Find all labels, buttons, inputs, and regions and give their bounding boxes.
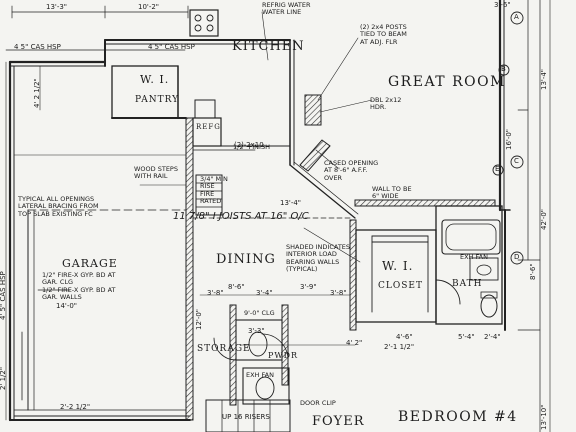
exhaust-fan-note: EXH FAN: [246, 371, 274, 379]
pantry-wi-label: W. I.: [140, 73, 170, 86]
dim-right-13: 13'-4": [540, 68, 548, 90]
dim-dining-left: 12'-0": [195, 308, 203, 330]
bedroom-label: BEDROOM #4: [398, 409, 518, 425]
dim-beam: 13'-4": [280, 199, 302, 207]
dim-stor-3: 3'-8": [330, 289, 347, 297]
dim-closet-2: 5'-4": [458, 333, 475, 341]
dim-stor-2: 3'-4": [256, 289, 273, 297]
dim-garage-bottom: 2'-2 1/2": [60, 403, 91, 411]
joists-note: 11 7/8" I JOISTS AT 16" O/C: [173, 211, 309, 222]
dim-right-42: 42'-0": [540, 208, 548, 230]
dim-left-vert-2: 2' 1/2": [0, 366, 7, 390]
dim-stor-4: 3'-3": [248, 327, 265, 335]
garage-fire-note: 1/2" FIRE-X GYP. BD AT GAR. CLG 1/2" FIR…: [42, 271, 116, 302]
dining-label: DINING: [216, 252, 276, 267]
grid-marker-e: E: [495, 165, 500, 173]
dim-stor-1: 3'-8": [207, 289, 224, 297]
dim-right-13-10: 13'-10": [540, 404, 548, 430]
pwdr-label: PWDR: [268, 351, 299, 360]
grid-marker-b: B: [501, 65, 506, 73]
wall-width-note: WALL TO BE 6" WIDE: [372, 185, 412, 201]
refrig-water-note: REFRIG WATER WATER LINE: [262, 1, 311, 17]
dim-closet-1: 4'-6": [396, 333, 413, 341]
header-note: DBL 2x12 HDR.: [370, 96, 402, 112]
dim-window-mid: 4 5" CAS HSP: [148, 43, 195, 51]
closet-wi-label: W. I.: [382, 259, 414, 273]
dim-right-16: 16'-0": [505, 128, 513, 150]
dim-dining-s1: 8'-6": [228, 283, 245, 291]
column-posts-note: (2) 2x4 POSTS TIED TO BEAM AT ADJ. FLR: [360, 23, 407, 46]
rise-note: 3/4" MIN RISE FIRE RATED: [200, 175, 228, 206]
pantry-label: PANTRY: [135, 95, 180, 105]
ceiling-note: 9'-0" CLG: [244, 309, 275, 317]
storage-label: STORAGE: [197, 344, 251, 354]
dim-top-right: 3'-6": [494, 1, 511, 9]
bracing-note: TYPICAL ALL OPENINGS LATERAL BRACING FRO…: [18, 195, 99, 218]
cased-opening-note: CASED OPENING AT 8'-6" A.F.F. OVER: [324, 159, 379, 182]
grid-marker-d: D: [514, 253, 520, 261]
foyer-label: FOYER: [312, 414, 365, 429]
dim-top-mid: 10'-2": [138, 3, 160, 11]
dim-bath-width: 2'-4": [484, 333, 501, 341]
refg-label: REFG: [196, 123, 221, 131]
great-room-label: GREAT ROOM: [388, 74, 506, 90]
dim-up-stairs: UP 16 RISERS: [222, 413, 270, 421]
bath-label: BATH: [452, 279, 483, 289]
garage-label: GARAGE: [62, 257, 118, 270]
dim-left-bottom: 4' 5" CAS HSP: [0, 271, 7, 320]
closet-label: CLOSET: [378, 281, 423, 291]
dim-window-left: 4 5" CAS HSP: [14, 43, 61, 51]
grid-marker-c: C: [514, 157, 519, 165]
grid-marker-a: A: [514, 13, 519, 21]
door-clip-note: DOOR CLIP: [300, 399, 336, 407]
dim-kitchen-opening: (2) 2x10: [234, 141, 264, 149]
dim-left-vert-1: 4' 2 1/2": [33, 78, 41, 108]
dim-garage-span: 14'-0": [56, 302, 78, 310]
dim-right-bottom: 4' 2": [346, 339, 363, 347]
soffit-note: 1/2" FINISH: [233, 143, 270, 151]
dim-closet-3: 2'-1 1/2": [384, 343, 415, 351]
stairs-note: WOOD STEPS WITH RAIL: [134, 165, 178, 181]
dim-top-left: 13'-3": [46, 3, 68, 11]
bearing-walls-note: SHADED INDICATES INTERIOR LOAD BEARING W…: [286, 243, 351, 274]
dim-right-8: 8'-6": [529, 263, 537, 280]
bath-fan-note: EXH FAN: [460, 253, 488, 261]
dim-dining-s2: 3'-9": [300, 283, 317, 291]
kitchen-label: KITCHEN: [232, 39, 305, 54]
